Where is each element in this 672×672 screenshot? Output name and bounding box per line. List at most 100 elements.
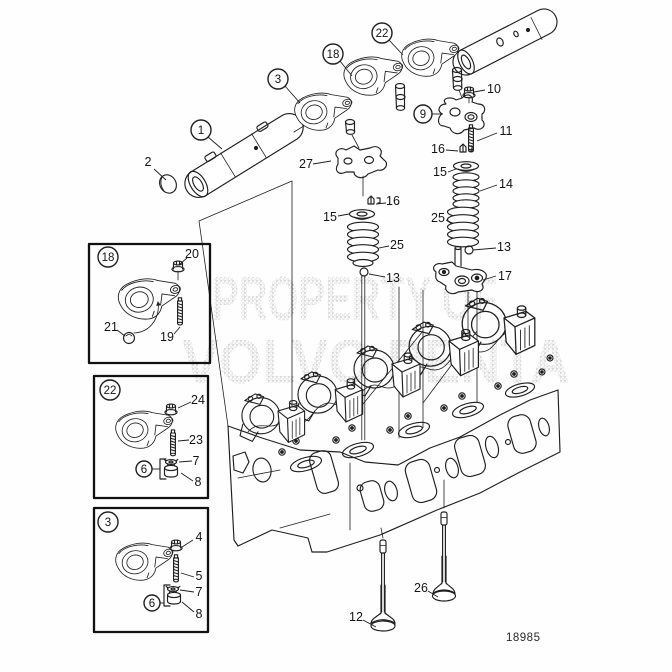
- callout-circle: [143, 594, 161, 612]
- bracket-6b: [163, 584, 171, 607]
- callout-label: 9: [420, 109, 426, 121]
- callout-label: 6: [141, 464, 147, 476]
- callout-10: 10: [473, 82, 501, 96]
- callout-leader: [180, 472, 194, 482]
- callout-8a: 8: [180, 472, 202, 489]
- callout-leader: [153, 168, 167, 181]
- callout-19: 19: [160, 326, 181, 344]
- callout-9: 9: [413, 104, 443, 124]
- callout-23: 23: [177, 433, 203, 447]
- callout-leader: [173, 326, 181, 335]
- rocker-shaft-rear: [452, 8, 558, 76]
- screw-23: [170, 429, 176, 457]
- callout-25l: 25: [378, 238, 404, 252]
- valve-spring-25-left: [346, 221, 380, 268]
- callout-leader: [482, 275, 497, 281]
- callout-leader: [284, 85, 301, 104]
- callout-label: 6: [149, 598, 155, 610]
- cylinder-head: [227, 297, 561, 553]
- callout-leader: [479, 184, 498, 192]
- screw-19: [177, 297, 183, 326]
- callout-leader: [375, 202, 387, 205]
- callout-circle: [371, 22, 393, 44]
- callout-leader: [447, 168, 457, 173]
- deck-gasket-rings: [289, 382, 536, 473]
- callout-b18: 18: [97, 246, 119, 268]
- callout-24: 24: [177, 393, 205, 409]
- shaft-end-plug: [159, 174, 177, 194]
- cam-tower-1: [239, 393, 306, 443]
- callout-label: 19: [160, 330, 174, 344]
- callout-leader: [476, 132, 498, 142]
- callout-b3: 3: [97, 511, 119, 533]
- callout-17: 17: [482, 269, 512, 283]
- callout-label: 21: [104, 320, 118, 334]
- callout-13l: 13: [368, 271, 400, 285]
- callout-6b: 6: [143, 594, 164, 612]
- callout-leader: [312, 160, 332, 165]
- callout-label: 22: [104, 385, 117, 397]
- callout-leader: [177, 439, 190, 442]
- nut-4: [169, 539, 183, 552]
- callout-25r: 25: [431, 211, 453, 225]
- callout-label: 24: [191, 393, 205, 407]
- callout-7a: 7: [178, 454, 200, 468]
- rocker-shaft: [184, 112, 313, 199]
- callout-leader: [339, 60, 353, 77]
- callout-22: 22: [371, 22, 404, 56]
- callout-leader: [207, 136, 223, 150]
- callout-16r: 16: [431, 142, 459, 156]
- callout-6a: 6: [135, 460, 160, 478]
- callout-8b: 8: [181, 601, 203, 621]
- drawing-number: 18985: [506, 632, 541, 644]
- callout-label: 10: [487, 82, 501, 96]
- callout-label: 25: [431, 211, 445, 225]
- cup-8a: [163, 464, 179, 478]
- assembly-arrow: [133, 301, 161, 334]
- callout-label: 20: [185, 247, 199, 261]
- callout-27: 27: [299, 157, 332, 171]
- callout-15l: 15: [323, 210, 350, 224]
- callout-leader: [445, 149, 459, 152]
- callout-label: 26: [414, 581, 428, 595]
- callout-leader: [179, 257, 188, 265]
- valve-gear-right: [432, 143, 487, 295]
- callout-label: 18: [327, 49, 340, 61]
- callout-label: 14: [499, 177, 513, 191]
- callout-b22: 22: [99, 379, 121, 401]
- callout-circle: [267, 68, 289, 90]
- callout-label: 4: [196, 530, 203, 544]
- callout-leader: [368, 273, 386, 278]
- callout-leader: [472, 247, 497, 251]
- rocker-arm-3: [291, 84, 360, 149]
- callout-leader: [427, 590, 439, 598]
- callout-26: 26: [414, 581, 439, 598]
- callout-15r: 15: [433, 165, 457, 179]
- inset22-rocker-arm: [112, 402, 179, 455]
- cup-8b: [166, 591, 182, 605]
- washer-7a: [163, 458, 179, 467]
- callout-label: 18: [102, 252, 115, 264]
- inset18-rocker-arm: [114, 270, 187, 326]
- valve-spring-14: [452, 172, 480, 209]
- valve-12: [370, 539, 396, 632]
- valve-26: [431, 511, 457, 602]
- callout-label: 22: [376, 28, 389, 40]
- callout-label: 8: [195, 475, 202, 489]
- callout-leader: [445, 219, 453, 225]
- callout-label: 15: [433, 165, 447, 179]
- callout-18: 18: [322, 43, 353, 77]
- callout-circle: [97, 511, 119, 533]
- rocker-arm-18: [340, 48, 409, 111]
- callout-label: 5: [196, 569, 203, 583]
- callout-label: 7: [196, 585, 203, 599]
- pedestal-bracket: [437, 94, 486, 135]
- screw-5: [173, 554, 179, 583]
- valve-gear-left: [335, 145, 388, 441]
- callout-7b: 7: [179, 585, 203, 599]
- callout-label: 3: [105, 517, 111, 529]
- callout-label: 25: [390, 238, 404, 252]
- callout-3: 3: [267, 68, 301, 104]
- callout-label: 3: [275, 74, 281, 86]
